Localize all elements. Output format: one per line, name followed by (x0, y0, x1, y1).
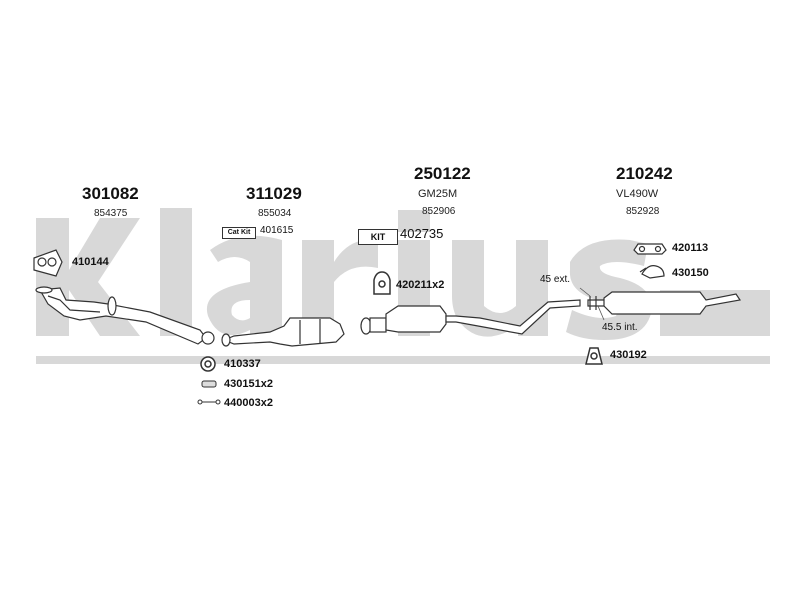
part-430150: 430150 (672, 267, 709, 279)
group-ref-4: 852928 (626, 206, 660, 217)
rear-silencer (587, 291, 742, 315)
group-model-3: GM25M (418, 188, 458, 200)
note-int: 45.5 int. (602, 322, 638, 333)
group-ref-3: 852906 (422, 206, 456, 217)
group-code-4: 210242 (616, 164, 673, 183)
catalytic-converter (221, 317, 345, 347)
group-code-3: 250122 (414, 164, 471, 183)
note-ext: 45 ext. (540, 274, 571, 285)
ground-line (36, 356, 770, 364)
part-430151: 430151x2 (224, 378, 273, 390)
kit-code: 402735 (400, 226, 444, 241)
bracket-icon-430192 (585, 347, 603, 365)
group-ref-1: 854375 (94, 208, 128, 219)
dimension-lines (579, 287, 605, 321)
u-bolt-icon-430150 (639, 265, 665, 279)
group-ref-2: 855034 (258, 208, 292, 219)
part-420113: 420113 (672, 242, 709, 254)
group-code-1: 301082 (82, 184, 139, 203)
brand-watermark (36, 208, 770, 340)
part-420211: 420211x2 (396, 279, 445, 291)
spring-icon-440003 (197, 399, 221, 405)
part-430192: 430192 (610, 349, 647, 361)
group-model-4: VL490W (616, 188, 659, 200)
kit-badge: KIT (358, 229, 398, 245)
part-440003: 440003x2 (224, 397, 273, 409)
part-410337: 410337 (224, 358, 261, 370)
gasket-icon (33, 249, 63, 277)
bolt-icon-430151 (201, 380, 217, 388)
rubber-mount-icon-420211 (373, 271, 391, 295)
group-code-2: 311029 (246, 184, 302, 203)
centre-pipe (360, 299, 581, 335)
rubber-hanger-icon-420113 (633, 243, 667, 255)
part-410144: 410144 (72, 256, 109, 268)
clamp-icon-410337 (200, 356, 216, 372)
cat-kit-badge: Cat Kit (222, 227, 256, 239)
cat-kit-code: 401615 (260, 225, 294, 236)
front-pipe (35, 286, 215, 345)
